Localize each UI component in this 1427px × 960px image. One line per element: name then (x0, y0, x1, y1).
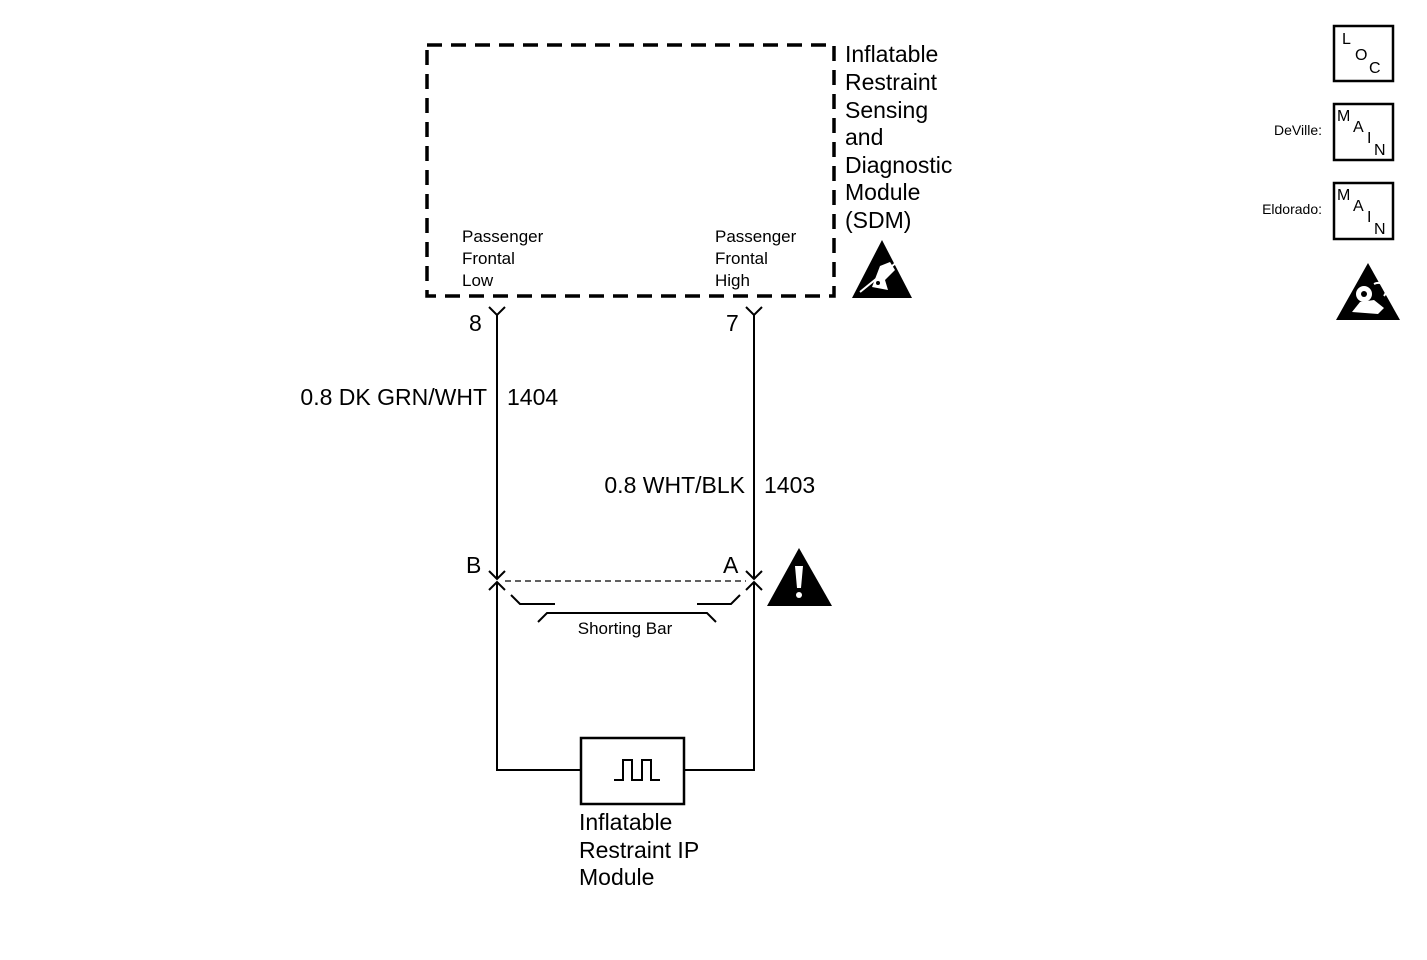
sdm-pin-label-high: Passenger Frontal High (715, 227, 797, 290)
connector-letter-b: B (466, 552, 481, 578)
circuit-number-1404: 1404 (507, 384, 558, 410)
wire-label-1404: 0.8 DK GRN/WHT (300, 384, 487, 410)
sdm-title: Inflatable Restraint Sensing and Diagnos… (845, 41, 952, 233)
squib-icon (614, 759, 660, 781)
pin-number-8: 8 (469, 310, 482, 336)
pin-label-line: Frontal (715, 249, 768, 268)
airbag-icon (1336, 263, 1400, 320)
warning-icon (767, 548, 832, 606)
ip-module-label-line: Inflatable (579, 809, 672, 835)
sdm-connector-pin-8 (488, 306, 506, 317)
wire-to-module-left (496, 583, 581, 771)
loc-letter: O (1355, 47, 1367, 64)
main-letter: M (1337, 187, 1350, 204)
shorting-bar-label: Shorting Bar (578, 619, 673, 638)
wire-label-1403: 0.8 WHT/BLK (604, 472, 745, 498)
ip-module-label-line: Restraint IP (579, 837, 699, 863)
pin-label-line: High (715, 271, 750, 290)
connector-letter-a: A (723, 552, 739, 578)
pin-label-line: Low (462, 271, 494, 290)
module-connector-b (488, 570, 506, 591)
sdm-connector-pin-7 (745, 306, 763, 317)
module-connector-a (745, 570, 763, 591)
deville-label: DeVille: (1274, 122, 1322, 138)
main-letter: M (1337, 108, 1350, 125)
sdm-title-line: Sensing (845, 97, 928, 123)
sdm-title-line: Restraint (845, 69, 938, 95)
loc-letter: C (1369, 60, 1381, 77)
pin-number-7: 7 (726, 310, 739, 336)
sdm-title-line: Diagnostic (845, 152, 952, 178)
circuit-number-1403: 1403 (764, 472, 815, 498)
ip-module-label: Inflatable Restraint IP Module (579, 809, 699, 890)
eldorado-label: Eldorado: (1262, 201, 1322, 217)
eldorado-main-button[interactable]: M A I N (1332, 181, 1395, 241)
sdm-pin-label-low: Passenger Frontal Low (462, 227, 544, 290)
pin-label-line: Passenger (462, 227, 544, 246)
loc-letter: L (1342, 31, 1351, 48)
pin-label-line: Passenger (715, 227, 797, 246)
sdm-title-line: Module (845, 179, 920, 205)
ip-module-label-line: Module (579, 864, 654, 890)
wire-to-module-right (684, 583, 755, 771)
deville-main-button[interactable]: M A I N (1332, 102, 1395, 162)
sdm-title-line: Inflatable (845, 41, 938, 67)
sdm-title-line: (SDM) (845, 207, 911, 233)
pin-label-line: Frontal (462, 249, 515, 268)
main-letter: N (1374, 221, 1386, 238)
esd-sensitive-icon (852, 240, 912, 298)
shorting-bar (510, 594, 741, 623)
sdm-module-box (425, 43, 836, 298)
main-letter: N (1374, 142, 1386, 159)
sdm-title-line: and (845, 124, 883, 150)
main-letter: A (1353, 198, 1364, 215)
loc-button[interactable]: L O C (1332, 24, 1395, 83)
main-letter: I (1367, 130, 1371, 147)
main-letter: I (1367, 209, 1371, 226)
main-letter: A (1353, 119, 1364, 136)
